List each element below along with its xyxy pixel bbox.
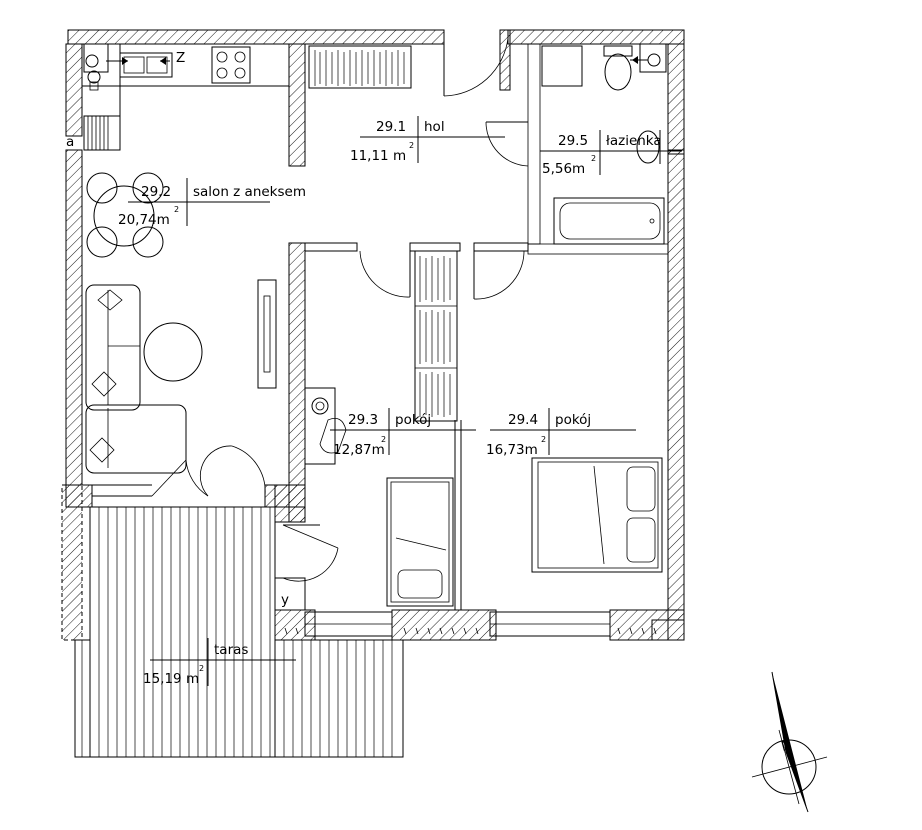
room-29-2-unit: 2 — [174, 205, 179, 214]
room-29-1-number: 29.1 — [376, 119, 406, 135]
coffee-table-icon — [143, 322, 203, 382]
room-29-5-unit: 2 — [591, 154, 596, 163]
fridge-icon — [83, 115, 121, 151]
sink-icon — [119, 52, 173, 78]
room-label-29-5: 29.5 łazienka 5,56m 2 — [540, 130, 682, 177]
bathroom-installation-icon — [630, 43, 667, 73]
terrace-name: taras — [214, 642, 248, 658]
room-label-29-2: 29.2 salon z aneksem 20,74m 2 — [118, 178, 306, 228]
salon-furniture — [85, 172, 277, 474]
room-29-1-name: hol — [424, 119, 445, 135]
room-29-4-unit: 2 — [541, 435, 546, 444]
round-table-icon — [86, 172, 164, 258]
single-bed-icon — [386, 477, 454, 607]
room-29-2-name: salon z aneksem — [193, 184, 306, 200]
room-29-2-area: 20,74m — [118, 212, 170, 228]
side-y-marker: y — [281, 592, 289, 608]
bathtub-icon — [553, 197, 665, 245]
bed-icon — [531, 457, 663, 573]
bathroom — [541, 43, 667, 245]
walls — [65, 29, 685, 641]
room-29-4-door[interactable] — [473, 250, 525, 300]
terrace-double-door[interactable] — [151, 445, 266, 497]
room-label-29-1: 29.1 hol 11,11 m 2 — [350, 116, 505, 164]
water-installation-icon — [83, 43, 170, 91]
room-29-3-door[interactable] — [359, 250, 411, 298]
kitchen-z-marker: Z — [176, 50, 185, 66]
radiator-icons — [284, 627, 657, 635]
kitchen: Z a — [66, 43, 289, 151]
desk-icon — [304, 387, 347, 465]
washing-machine-icon — [541, 45, 583, 87]
room-29-2-number: 29.2 — [141, 184, 171, 200]
room-29-3-area: 12,87m — [333, 442, 385, 458]
room-29-5-number: 29.5 — [558, 133, 588, 149]
sofa-icon — [85, 284, 187, 474]
terrace-unit: 2 — [199, 664, 204, 673]
tv-cabinet-icon — [257, 279, 277, 389]
bathroom-door[interactable] — [485, 121, 529, 167]
terrace-side-door[interactable] — [274, 524, 339, 611]
terrace-label: taras 15,19 m 2 — [143, 638, 296, 687]
north-arrow-icon: N — [751, 671, 828, 813]
svg-text:N: N — [779, 737, 793, 755]
side-a-marker: a — [66, 134, 74, 150]
doors — [151, 30, 529, 611]
room-29-3-unit: 2 — [381, 435, 386, 444]
room-29-1-unit: 2 — [409, 141, 414, 150]
room-29-1-area: 11,11 m — [350, 148, 406, 164]
room-wardrobe-icon — [414, 250, 458, 422]
room-label-29-4: 29.4 pokój 16,73m 2 — [486, 408, 636, 458]
terrace-area: 15,19 m — [143, 671, 199, 687]
room-29-3-number: 29.3 — [348, 412, 378, 428]
terrace-decking — [81, 507, 393, 757]
room-29-4-area: 16,73m — [486, 442, 538, 458]
terrace — [61, 484, 404, 758]
room-label-29-3: 29.3 pokój 12,87m 2 — [330, 408, 476, 458]
stove-icon — [211, 46, 251, 84]
room-29-5-name: łazienka — [606, 133, 662, 149]
room-29-4-number: 29.4 — [508, 412, 538, 428]
hall-wardrobe-icon — [308, 45, 412, 89]
room-29-3-name: pokój — [395, 412, 431, 428]
room-29-5-area: 5,56m — [542, 161, 585, 177]
room-29-3-furniture — [304, 387, 454, 607]
entrance-door[interactable] — [443, 30, 509, 97]
washbasin-icon — [636, 130, 661, 164]
toilet-icon — [603, 45, 633, 91]
room-29-4-name: pokój — [555, 412, 591, 428]
